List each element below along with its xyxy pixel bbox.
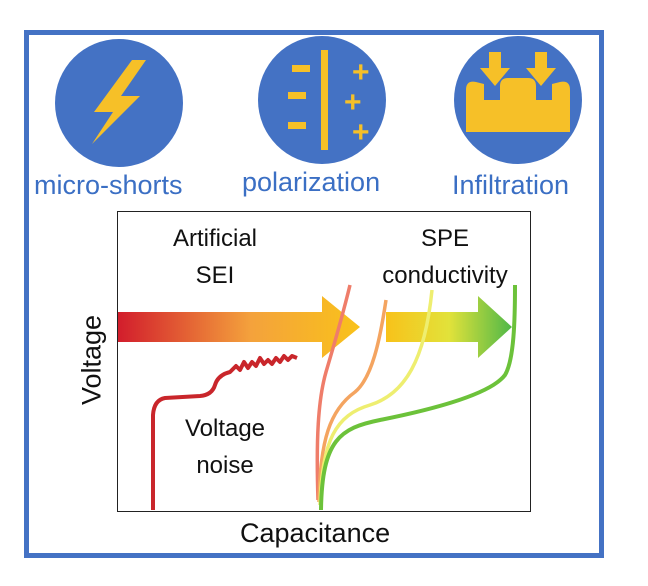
x-axis-label: Capacitance	[240, 518, 391, 548]
curve-3	[318, 289, 434, 506]
annotation-conductivity: conductivity	[382, 262, 508, 289]
icon-label-polarization: polarization	[242, 167, 381, 197]
artificial-sei-arrow	[118, 296, 360, 358]
voltage-noise-curve	[151, 354, 298, 510]
annotation-voltage: Voltage	[184, 415, 266, 442]
infiltration-icon	[454, 36, 582, 164]
curve-1	[315, 284, 352, 501]
annotation-artificial: Artificial	[172, 225, 257, 252]
plus-sign: +	[344, 86, 362, 119]
curve-4	[319, 284, 517, 511]
icon-label-infiltration: Infiltration	[452, 170, 570, 200]
icon-label-micro-shorts: micro-shorts	[34, 170, 183, 200]
y-axis-label: Voltage	[76, 314, 107, 406]
annotation-spe: SPE	[420, 225, 470, 252]
lightning-bolt-icon	[55, 39, 183, 167]
annotation-noise: noise	[196, 452, 254, 479]
plus-sign: +	[352, 56, 370, 89]
annotation-sei: SEI	[195, 262, 235, 289]
plus-sign: +	[352, 116, 370, 149]
figure-frame	[24, 30, 604, 558]
polarization-icon: + + +	[258, 36, 386, 164]
curve-2	[317, 299, 388, 503]
spe-conductivity-arrow	[386, 296, 512, 358]
